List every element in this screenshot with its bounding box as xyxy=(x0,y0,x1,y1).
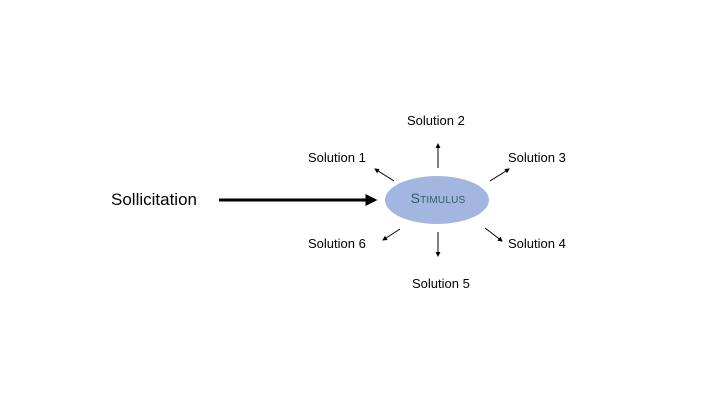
solution-3-label: Solution 3 xyxy=(508,150,566,165)
stimulus-label: Stimulus xyxy=(410,190,466,206)
solution-6-label: Solution 6 xyxy=(308,236,366,251)
solution-2-label: Solution 2 xyxy=(407,113,465,128)
arrow-to-solution-6 xyxy=(382,228,401,241)
sollicitation-label: Sollicitation xyxy=(111,190,197,209)
solution-5-label: Solution 5 xyxy=(412,276,470,291)
arrow-to-solution-1 xyxy=(374,168,395,182)
arrow-to-solution-4 xyxy=(484,227,503,242)
solution-1-label: Solution 1 xyxy=(308,150,366,165)
stimulus-ellipse xyxy=(385,176,489,224)
arrow-to-solution-3 xyxy=(489,168,510,182)
solution-4-label: Solution 4 xyxy=(508,236,566,251)
